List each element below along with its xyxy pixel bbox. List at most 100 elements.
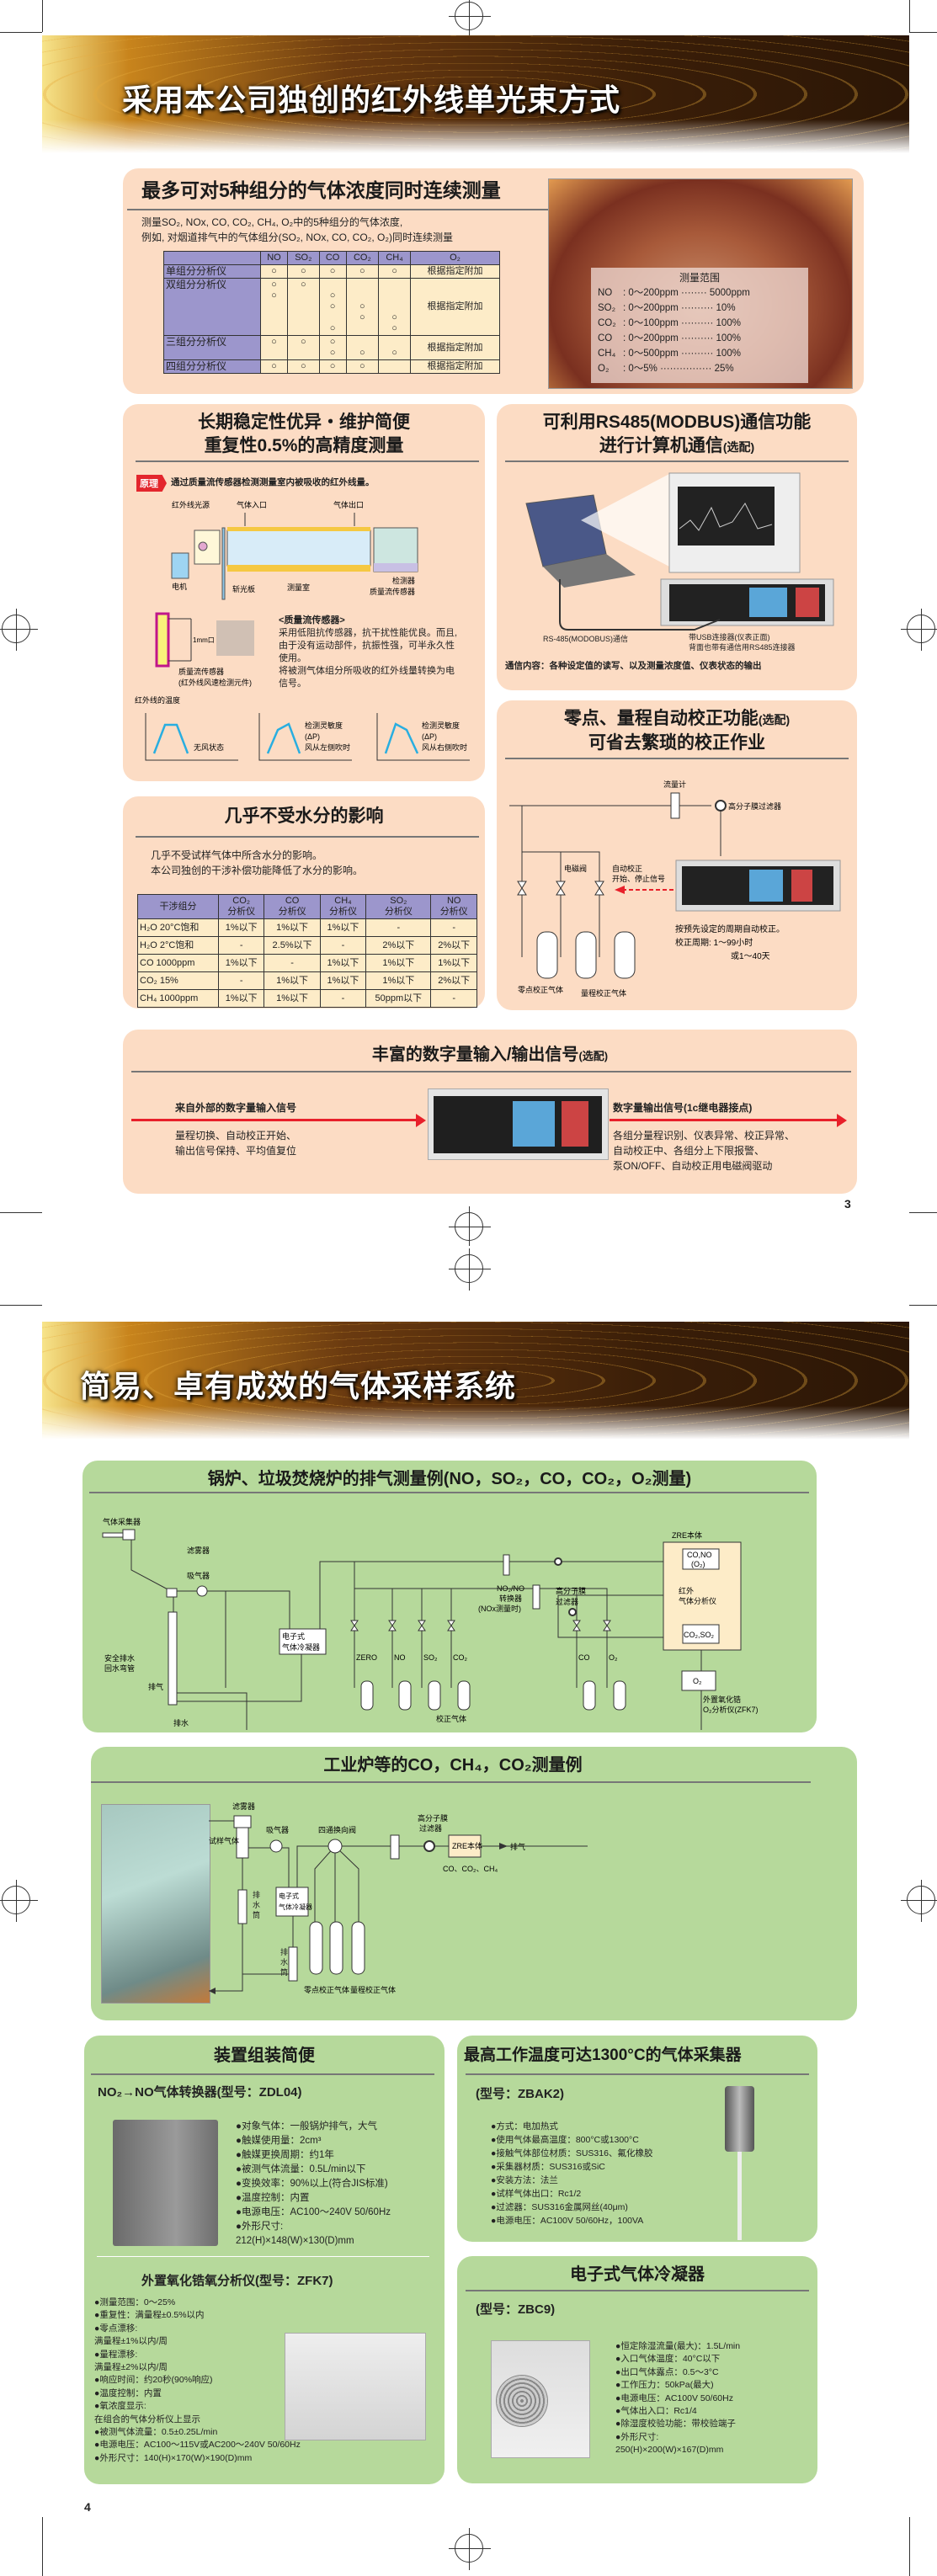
graph-label-no-wind: 无风状态 xyxy=(194,742,224,752)
table-cell: - xyxy=(430,918,477,937)
table-cell: ○ xyxy=(378,335,411,360)
drain-pot-icon xyxy=(237,1889,248,1924)
graph-ylabel: 红外线的温度 xyxy=(135,695,180,705)
digital-io-section: 丰富的数字量输入/输出信号(选配) 来自外部的数字量输入信号 量程切换、自动校正… xyxy=(123,1030,857,1194)
label-drain-pipe: 安全排水 xyxy=(104,1653,135,1663)
table-cell: - xyxy=(319,989,367,1008)
table-cell: ○ xyxy=(318,359,347,374)
table-cell: ○ ○ xyxy=(345,278,380,336)
table-cell: ○ xyxy=(345,264,380,279)
label-converter: NO₂/NO xyxy=(497,1584,524,1593)
solenoid-valve-icon xyxy=(447,1620,455,1631)
spec-item: ●变换效率：90%以上(符合JIS标准) xyxy=(236,2179,388,2189)
table-header: CH₄ xyxy=(378,251,411,265)
input-desc: 量程切换、自动校正开始、 xyxy=(175,1130,297,1142)
output-desc: 泵ON/OFF、自动校正用电磁阀驱动 xyxy=(613,1160,773,1172)
range-title: 测量范围 xyxy=(679,272,720,284)
title-line: 进行计算机通信 xyxy=(599,436,723,455)
spec-item: ●使用气体最高温度：800°C或1300°C xyxy=(491,2135,639,2145)
solenoid-valve-icon xyxy=(388,1620,397,1631)
table-cell: - xyxy=(264,954,321,972)
spec-item: ●外形尺寸: xyxy=(615,2431,659,2442)
output-desc: 各组分量程识别、仪表异常、校正异常、 xyxy=(613,1130,796,1142)
crop-mark xyxy=(909,0,910,32)
table-header: CO₂ xyxy=(345,251,380,265)
label-cal-gas: 校正气体 xyxy=(436,1714,466,1723)
graph-label-left-wind: 风从左侧吹时 xyxy=(305,742,350,752)
section-title: 锅炉、垃圾焚烧炉的排气测量例(NO，SO₂，CO，CO₂，O₂测量) xyxy=(207,1470,692,1488)
input-arrow xyxy=(131,1119,422,1121)
gas-cylinder-icon xyxy=(536,931,558,979)
table-header: CO 分析仪 xyxy=(264,894,321,919)
table-cell: ○ xyxy=(287,278,320,336)
graph-dp: (ΔP) xyxy=(422,732,437,741)
table-header: CH₄ 分析仪 xyxy=(319,894,367,919)
table-cell: 1%以下 xyxy=(319,971,367,990)
label-cell: CO₂,SO₂ xyxy=(684,1631,714,1639)
row-label: 双组分分析仪 xyxy=(163,278,261,336)
label-aspirator: 吸气器 xyxy=(266,1825,289,1834)
label-drain-pipe: 回水弯管 xyxy=(104,1663,135,1673)
spec-item: 212(H)×148(W)×130(D)mm xyxy=(236,2236,354,2246)
cooler-box xyxy=(279,1628,327,1655)
crop-mark xyxy=(42,0,43,32)
range-gas: NO xyxy=(598,288,613,298)
label-cooler: 气体冷凝器 xyxy=(279,1903,312,1911)
label-ext-o2: O₂分析仪(ZFK7) xyxy=(703,1705,759,1714)
sensor-desc-line: 将被测气体组分所吸收的红外线量转换为电 xyxy=(279,666,455,676)
spec-item: ●量程漂移: xyxy=(94,2349,138,2360)
label-probe: 气体采集器 xyxy=(103,1517,141,1526)
table-header: SO₂ 分析仪 xyxy=(365,894,432,919)
comm-content: 通信内容：各种设定值的读写、以及测量浓度值、仪表状态的输出 xyxy=(505,661,762,671)
label-signal: 开始、停止信号 xyxy=(612,874,665,883)
crop-mark xyxy=(0,1212,42,1213)
title-line: 可省去繁琐的校正作业 xyxy=(588,733,765,753)
filter-icon xyxy=(568,1608,577,1616)
spec-item: ●安装方法：法兰 xyxy=(491,2175,558,2185)
label-converter: (NOx测量时) xyxy=(478,1604,521,1613)
page-number: 4 xyxy=(84,2500,91,2514)
label-cooler: 电子式 xyxy=(282,1631,305,1641)
spec-item: ●外形尺寸：140(H)×170(W)×190(D)mm xyxy=(94,2452,253,2463)
caption-usb: 背面也带有通信用RS485连接器 xyxy=(689,643,796,652)
multi-component-section: 最多可对5种组分的气体浓度同时连续测量 测量SO₂, NOx, CO, CO₂,… xyxy=(123,168,864,394)
graph-label-right-wind: 风从右侧吹时 xyxy=(422,742,467,752)
output-desc: 自动校正中、各组分上下限报警、 xyxy=(613,1145,765,1157)
gas-cylinder-icon xyxy=(457,1680,471,1711)
label-fourway: 四通换向阀 xyxy=(318,1825,356,1834)
table-row: 四组分分析仪○○○○根据指定附加 xyxy=(163,359,500,374)
zdl04-title: NO₂→NO气体转换器(型号：ZDL04) xyxy=(98,2085,302,2100)
chamber-icon xyxy=(226,530,371,567)
range-row: NO: 0～200ppm ········ 5000ppm xyxy=(598,285,801,301)
spec-item: ●工作压力：50kPa(最大) xyxy=(615,2380,714,2391)
gas-probe-icon xyxy=(102,1529,136,1541)
gas-cylinder-icon xyxy=(329,1921,343,1975)
option-tag: (选配) xyxy=(758,713,791,726)
rs485-section: 可利用RS485(MODBUS)通信功能 进行计算机通信(选配) RS-485(… xyxy=(497,404,857,690)
row-label: 单组分分析仪 xyxy=(163,264,261,279)
table-cell: 根据指定附加 xyxy=(410,264,500,279)
spec-item: ●恒定除湿流量(最大)：1.5L/min xyxy=(615,2341,741,2351)
furnace-photo xyxy=(101,1804,210,2004)
boiler-flow-diagram: 电子式 气体冷凝器 气体采集器 滤雾器 吸气器 安全排水 回水弯管 排气 排水 … xyxy=(102,1517,759,1730)
spec-item: ●被测气体流量：0.5L/min以下 xyxy=(236,2164,366,2174)
label-gas-out: 气体出口 xyxy=(333,500,364,509)
range-row: O₂: 0～5% ················ 25% xyxy=(598,361,801,376)
table-cell: CH₄ 1000ppm xyxy=(137,989,219,1008)
table-header: SO₂ xyxy=(287,251,320,265)
title-line: 重复性0.5%的高精度测量 xyxy=(204,436,404,455)
row-label: 四组分分析仪 xyxy=(163,359,261,374)
caption-usb: 带USB连接器(仪表正面) xyxy=(689,633,770,641)
table-cell: H₂O 2°C饱和 xyxy=(137,936,219,955)
table-cell: H₂O 20°C饱和 xyxy=(137,918,219,937)
table-cell: 1%以下 xyxy=(264,971,321,990)
zdl04-specs: ●对象气体：一般锅炉排气，大气●触媒使用量：2cm³●触媒更换周期：约1年●被测… xyxy=(236,2120,391,2249)
crop-mark xyxy=(909,1305,937,1306)
label-ir: 气体分析仪 xyxy=(679,1596,716,1605)
gas-cylinder-icon xyxy=(613,1680,626,1711)
spec-item: ●响应时间：约20秒(90%响应) xyxy=(94,2375,213,2386)
filter-icon xyxy=(715,800,727,812)
sensor-desc-line: 由于没有运动部件，抗振性强，可半永久性 xyxy=(279,641,455,651)
gas-cylinder-icon xyxy=(583,1680,596,1711)
registration-mark xyxy=(449,1206,491,1248)
